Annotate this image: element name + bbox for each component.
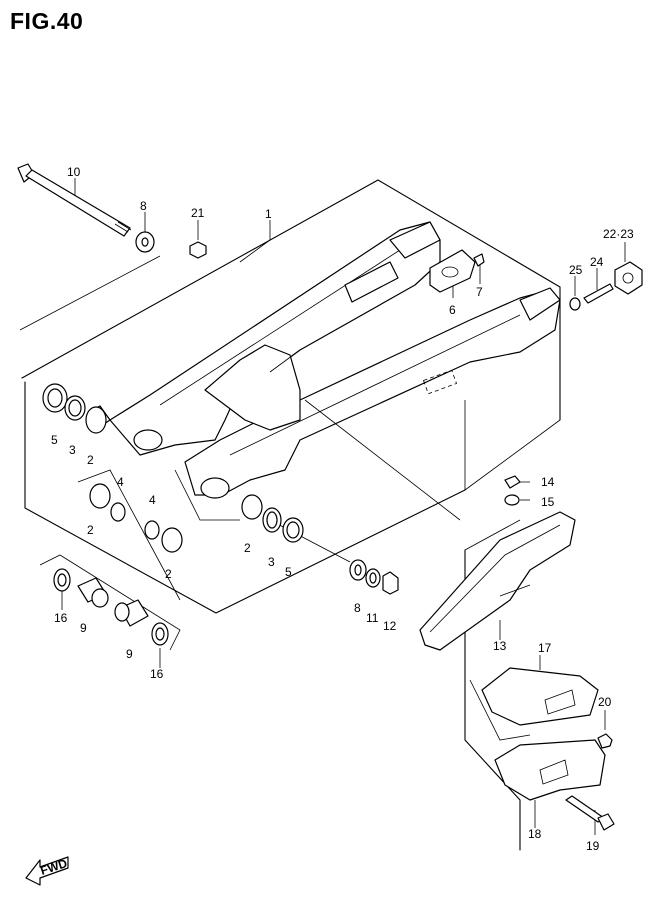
callout-22-23: 22·23 [603,227,634,241]
right-pivot-bearings [241,494,304,543]
callout-5-right: 5 [285,565,292,579]
callout-9-right: 9 [126,647,133,661]
callout-19: 19 [586,839,600,853]
callout-labels: 1 10 8 21 6 7 25 24 22·23 5 3 2 4 2 4 2 … [51,165,634,853]
swingarm-body [109,221,561,499]
callout-2-right: 2 [244,541,251,555]
nut-21 [189,241,207,259]
callout-4-mid: 4 [149,493,156,507]
washers-and-nut [349,559,399,595]
callout-3-left: 3 [69,443,76,457]
callout-11: 11 [366,611,379,625]
callout-1: 1 [265,207,272,221]
callout-3-right: 3 [268,555,275,569]
callout-15: 15 [541,495,555,509]
screw-7 [473,253,485,267]
screw-14 [504,475,521,489]
assembly-outline-box [21,179,561,614]
chain-slider [419,511,576,651]
pivot-bolt [17,163,132,237]
adjuster-bolt-24 [583,283,614,304]
callout-12: 12 [383,619,397,633]
callout-8-bottom: 8 [354,601,361,615]
collars-and-washers [53,568,169,646]
callout-2-mid: 2 [165,567,172,581]
callout-21: 21 [191,206,205,220]
callout-7: 7 [476,285,483,299]
callout-17: 17 [538,641,552,655]
bolt-20 [597,733,613,749]
callout-9-left: 9 [80,621,87,635]
callout-5-left: 5 [51,433,58,447]
callout-6: 6 [449,303,456,317]
chain-guide-bracket-18 [494,739,606,801]
callout-14: 14 [541,475,555,489]
chain-guide-17 [481,667,599,726]
callout-10: 10 [67,165,81,179]
forward-arrow-icon: FWD [25,856,70,886]
chain-adjuster-plate [429,249,476,293]
washer-15 [504,494,520,506]
adjuster-block [614,261,643,295]
figure-title: FIG.40 [10,8,84,34]
callout-13: 13 [493,639,507,653]
fwd-label: FWD [39,856,70,878]
callout-25: 25 [569,263,583,277]
callout-4-left: 4 [117,475,124,489]
callout-16-right: 16 [150,667,164,681]
callout-2-left-bottom: 2 [87,523,94,537]
callout-8: 8 [140,199,147,213]
callout-24: 24 [590,255,604,269]
left-pivot-bearings [42,383,183,553]
washer-25 [569,297,581,311]
callout-2-left-top: 2 [87,453,94,467]
callout-18: 18 [528,827,542,841]
callout-20: 20 [598,695,612,709]
callout-16-left: 16 [54,611,68,625]
